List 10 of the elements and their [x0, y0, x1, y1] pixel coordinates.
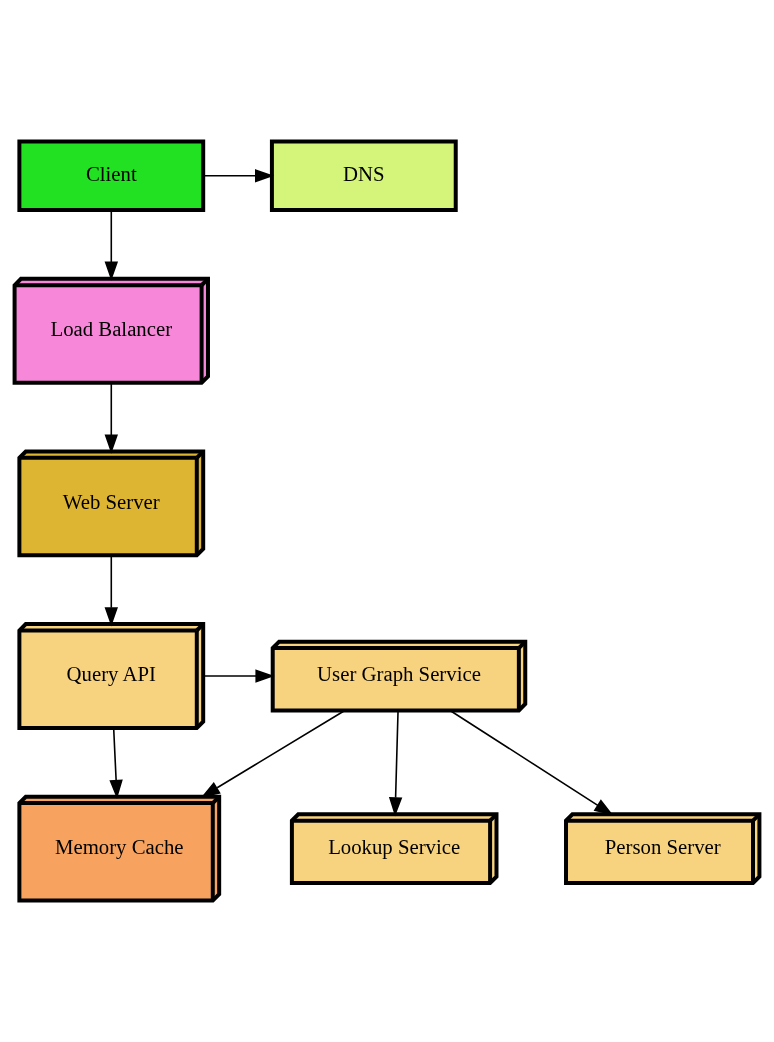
arrow — [449, 709, 614, 816]
arrow — [104, 381, 118, 454]
arrow — [202, 169, 275, 183]
node-box: Client — [17, 139, 206, 213]
arrow — [200, 709, 346, 798]
arrow — [388, 709, 403, 817]
arrow — [104, 209, 118, 281]
node-box: DNS — [269, 139, 458, 213]
arrow — [109, 727, 123, 799]
arrow — [104, 554, 118, 627]
